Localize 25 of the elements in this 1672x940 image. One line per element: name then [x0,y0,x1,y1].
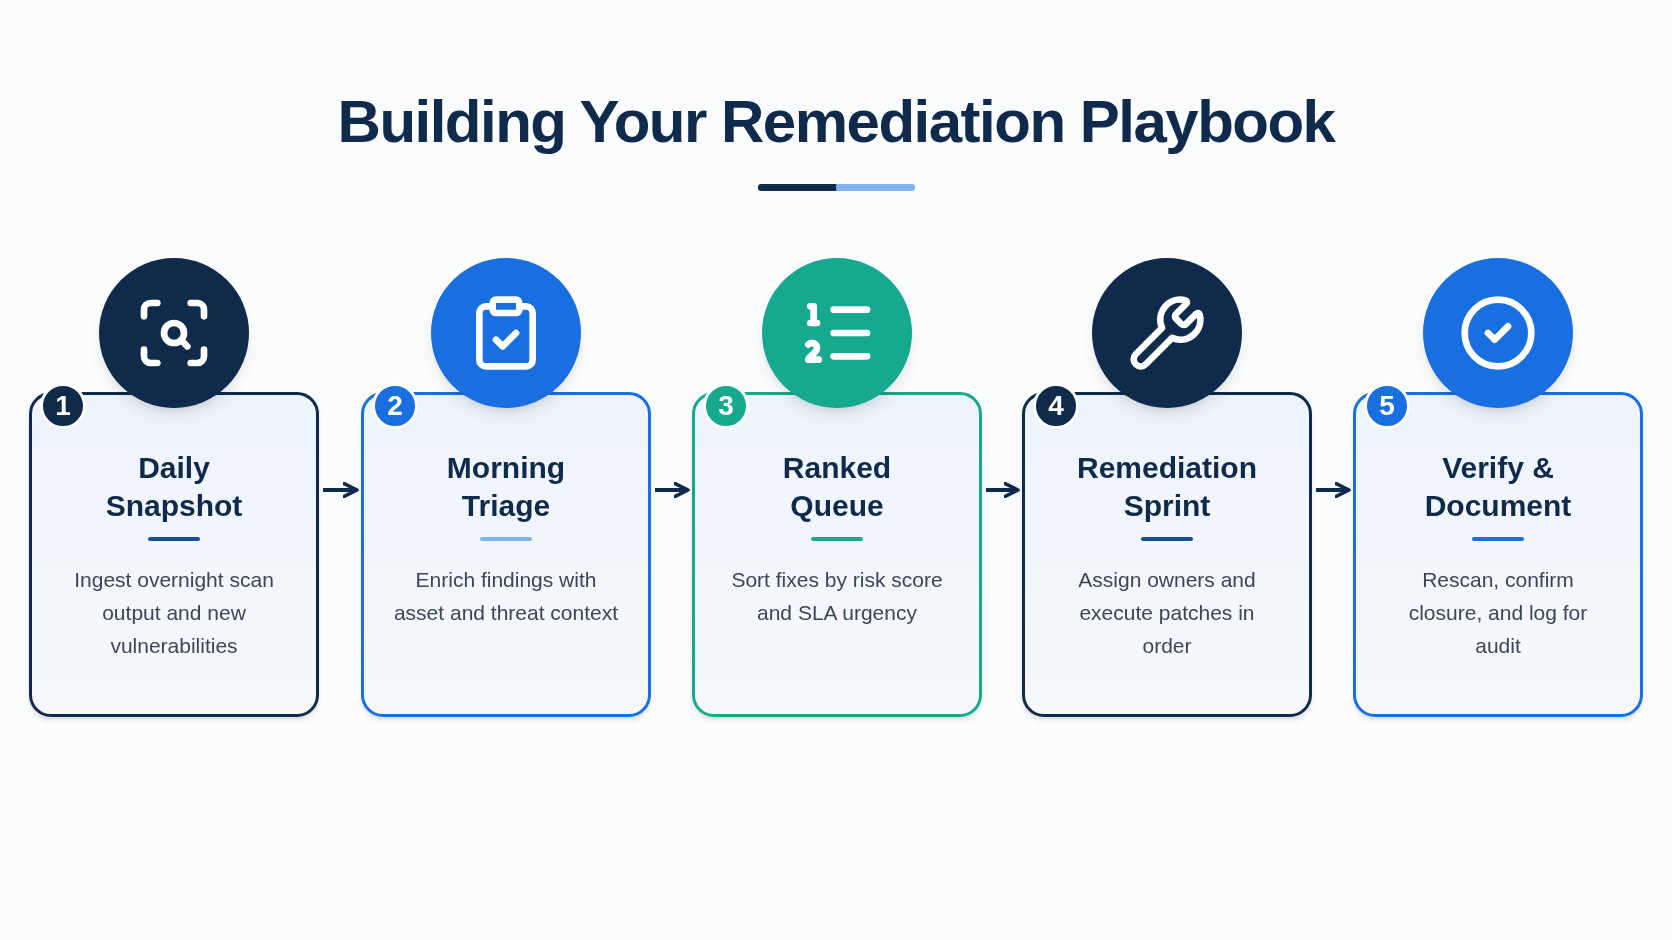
arrow [323,481,359,499]
step-card [1022,392,1312,717]
title: Building Your Remediation Playbook [336,87,1337,157]
step-description: Rescan, confirm closure, and log for audit [1407,567,1589,659]
step-description: Enrich findings with asset and threat context [393,567,619,626]
step-description: Assign owners and execute patches in order [1077,567,1257,659]
step-number-badge: 2 [372,383,418,429]
step-card [361,392,651,717]
step-card [1353,392,1643,717]
step-description: Ingest overnight scan output and new vulnerabilities [73,567,275,659]
step-card [692,392,982,717]
arrow [986,481,1020,499]
step-title: Morning Triage [445,450,567,524]
step-card [29,392,319,717]
arrow [655,481,690,499]
step-title: Remediation Sprint [1076,450,1258,524]
step-number-badge: 1 [40,383,86,429]
arrow [1316,481,1351,499]
step-title: Verify & Document [1423,450,1573,524]
step-description: Sort fixes by risk score and SLA urgency [730,567,944,626]
step-title: Ranked Queue [781,450,893,524]
step-title: Daily Snapshot [104,450,244,524]
step-number-badge: 3 [703,383,749,429]
step-number-badge: 5 [1364,383,1410,429]
step-number-badge: 4 [1033,383,1079,429]
